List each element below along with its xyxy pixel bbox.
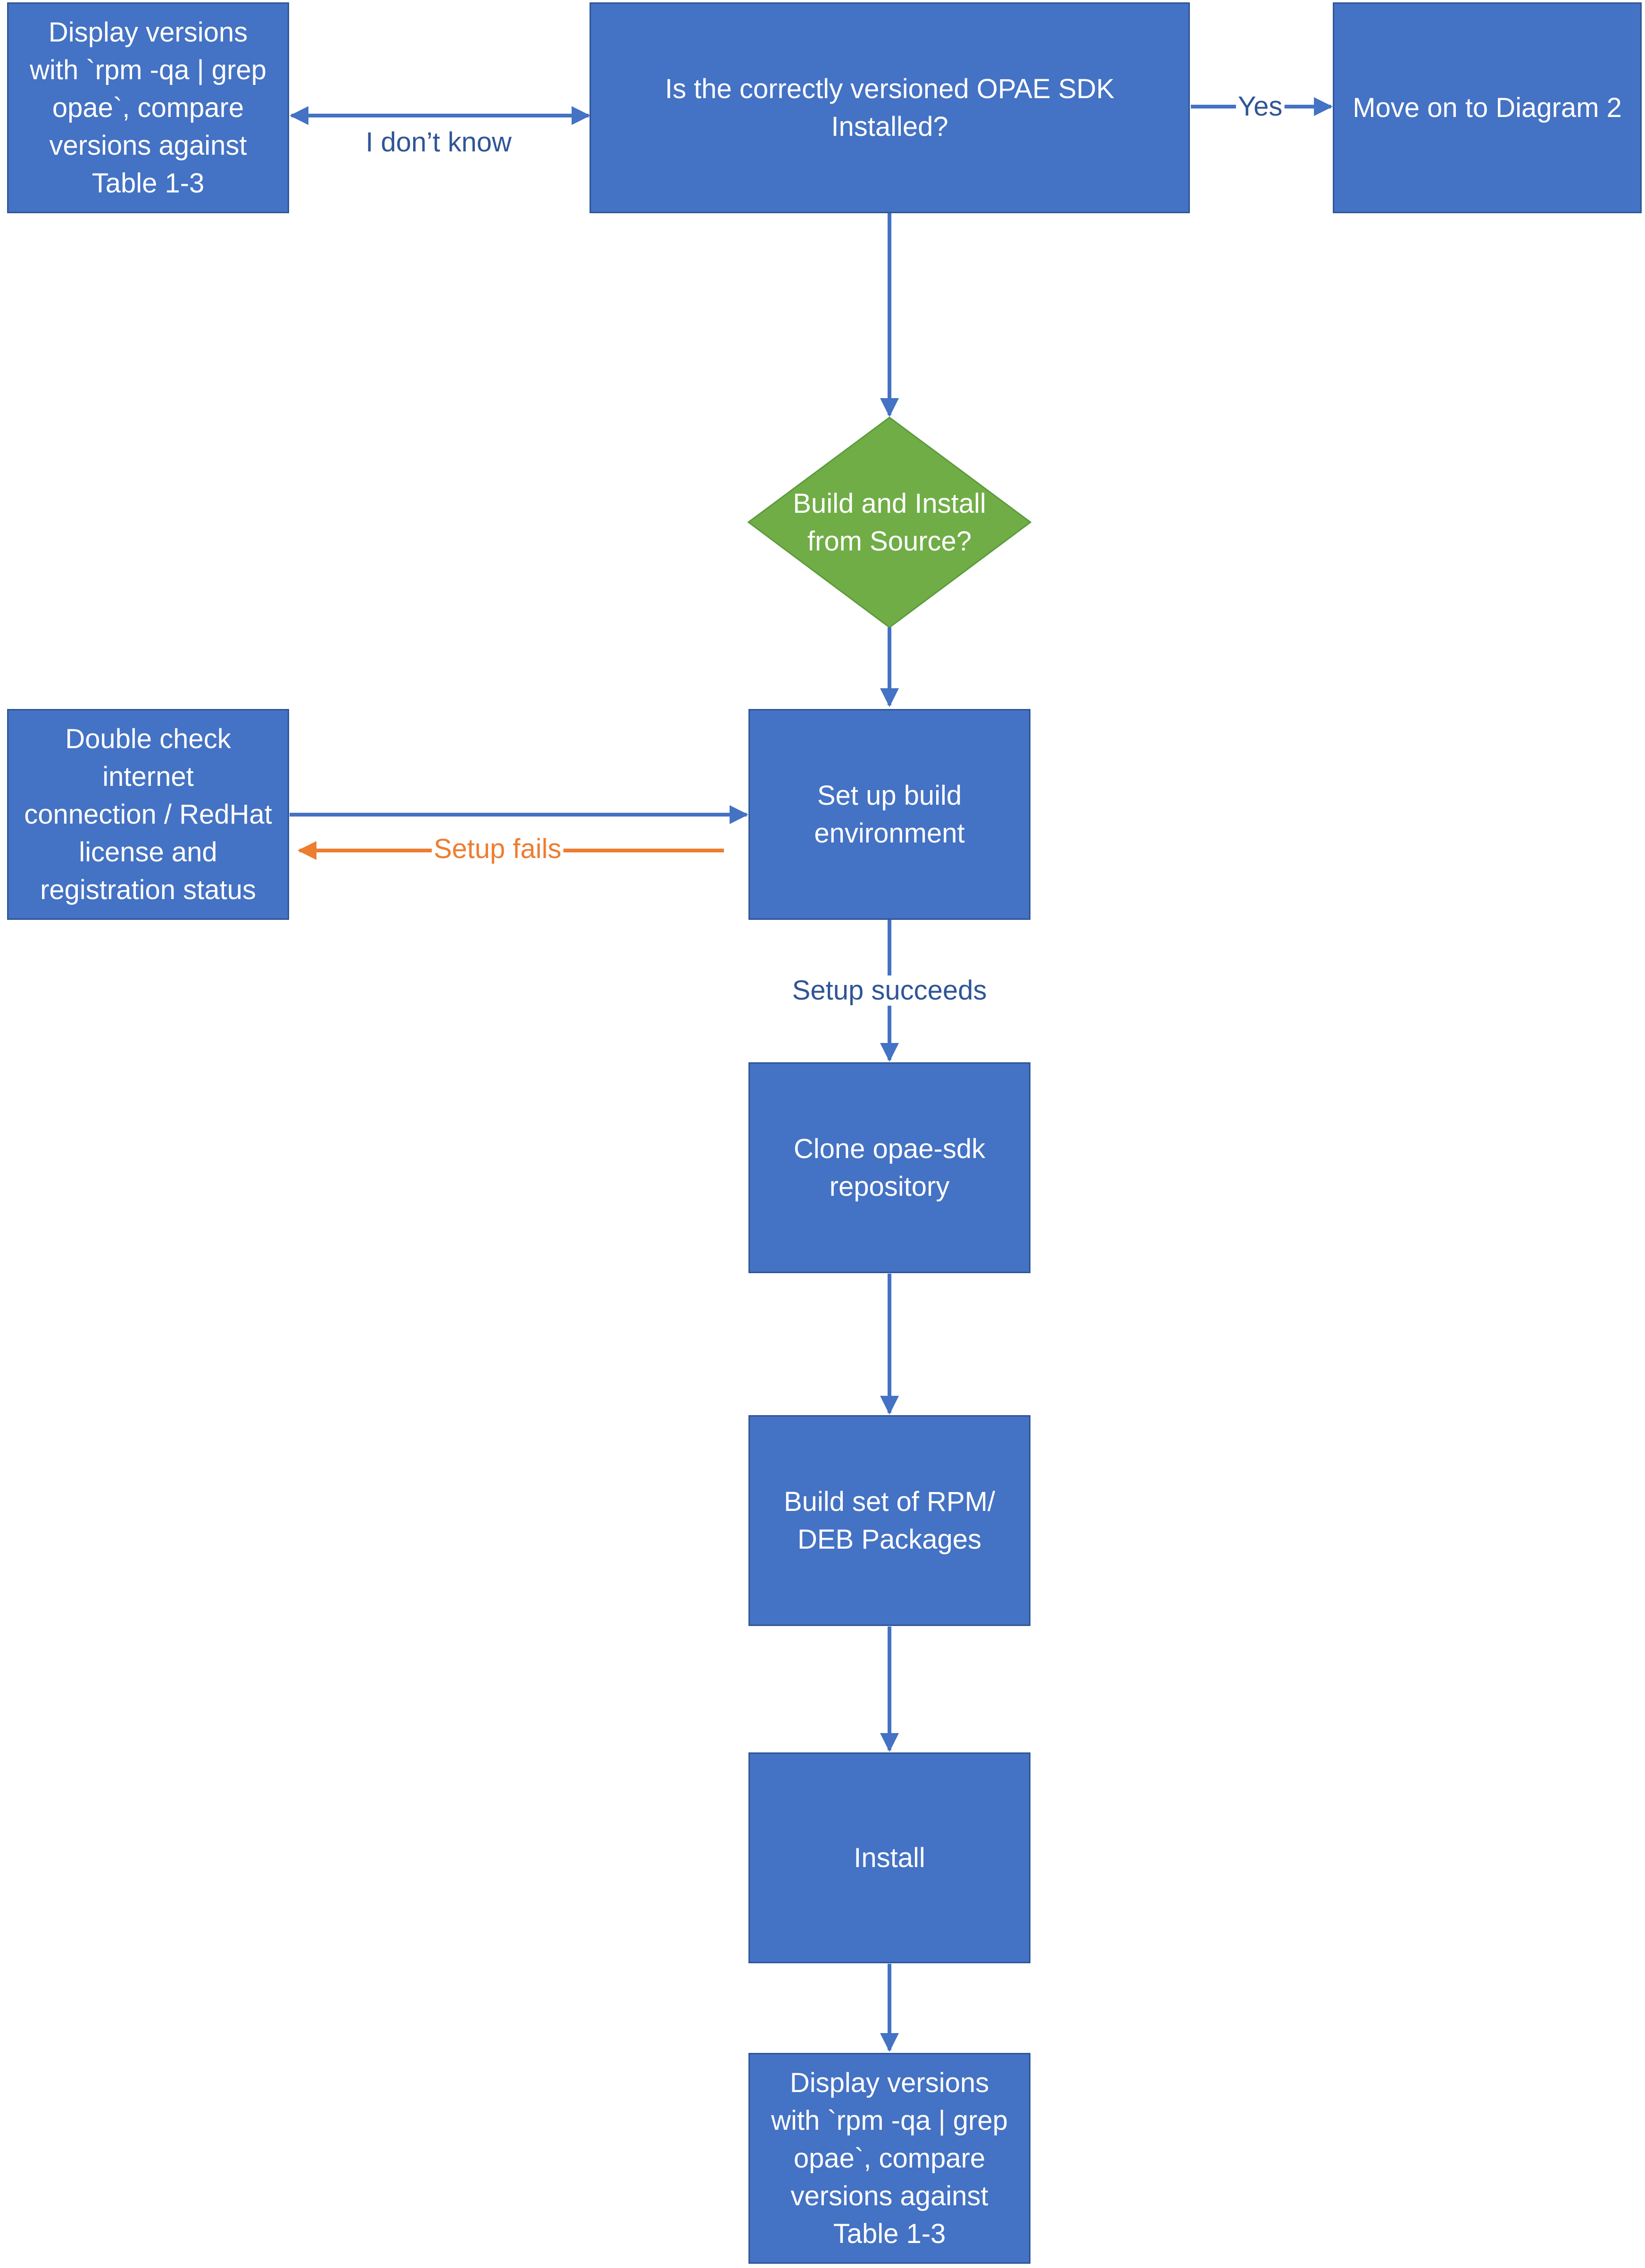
label-setup-fails: Setup fails [432,834,564,864]
install-text: Install [854,1842,925,1873]
recheck-box: Double check internet connection / RedHa… [7,709,289,920]
check-versions-box-top: Display versions with `rpm -qa | grep op… [7,2,289,213]
setup-env-text: Set up build environment [814,780,965,849]
clone-repo-text: Clone opae-sdk repository [793,1133,986,1202]
check-versions-bottom-text: Display versions with `rpm -qa | grep op… [771,2067,1008,2249]
install-box: Install [748,1752,1030,1963]
move-on-box: Move on to Diagram 2 [1333,2,1642,213]
build-from-source-text: Build and Install from Source? [793,488,986,557]
check-versions-box-bottom: Display versions with `rpm -qa | grep op… [748,2053,1030,2264]
label-setup-succeeds: Setup succeeds [790,976,989,1006]
build-packages-box: Build set of RPM/ DEB Packages [748,1415,1030,1626]
move-on-text: Move on to Diagram 2 [1353,92,1622,123]
setup-env-box: Set up build environment [748,709,1030,920]
build-packages-text: Build set of RPM/ DEB Packages [783,1486,996,1555]
check-versions-top-text: Display versions with `rpm -qa | grep op… [30,17,266,199]
installed-decision-text: Is the correctly versioned OPAE SDK Inst… [665,73,1115,142]
clone-repo-box: Clone opae-sdk repository [748,1062,1030,1273]
recheck-text: Double check internet connection / RedHa… [24,723,272,905]
label-dont-know: I don’t know [364,127,514,158]
label-yes: Yes [1236,92,1285,122]
installed-decision-box: Is the correctly versioned OPAE SDK Inst… [590,2,1190,213]
